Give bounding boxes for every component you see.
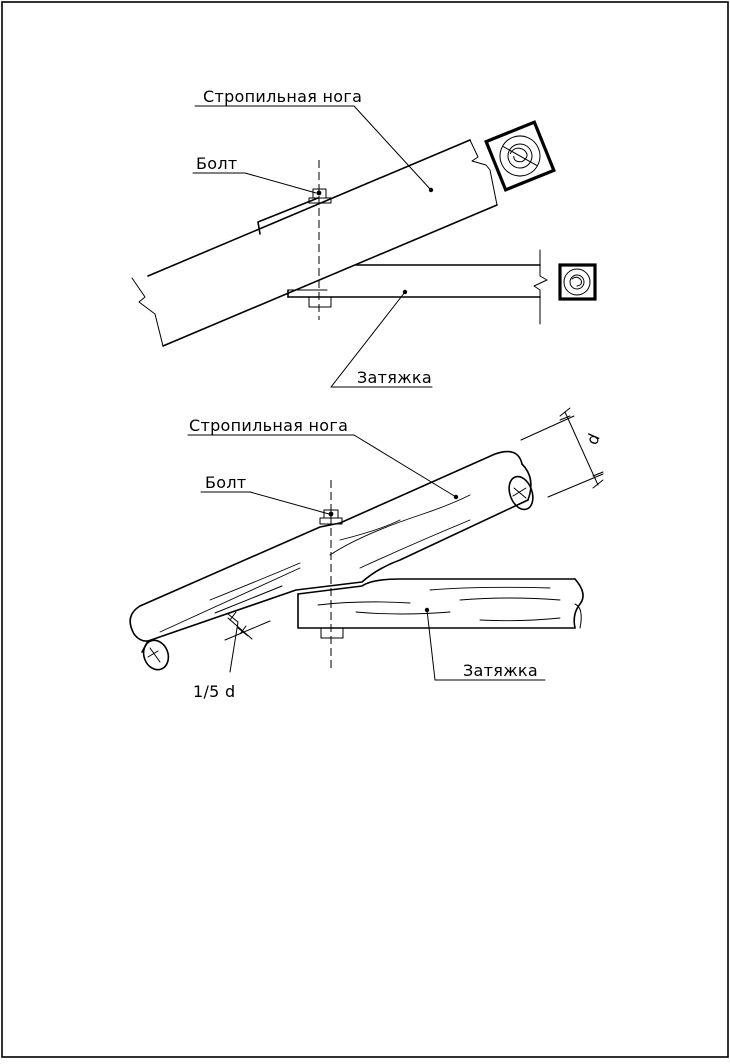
label-rafter-bottom: Стропильная нога xyxy=(189,416,348,435)
label-tie-bottom: Затяжка xyxy=(463,661,538,680)
label-notch-depth: 1/5 d xyxy=(193,682,236,701)
label-bolt-top: Болт xyxy=(196,154,238,173)
label-rafter-top: Стропильная нога xyxy=(203,87,362,106)
leader-tie-bottom xyxy=(424,607,546,681)
leader-tie-top xyxy=(330,289,433,388)
rafter-log xyxy=(129,450,534,671)
leader-bolt-bottom xyxy=(200,491,330,515)
rafter-cross-section xyxy=(484,120,556,192)
leader-bolt-top xyxy=(192,172,317,194)
figure-bottom-round-logs: d 1/5 d Стропильная нога Болт xyxy=(129,407,604,701)
leader-rafter-bottom xyxy=(187,434,459,500)
dimension-notch-depth xyxy=(214,585,283,673)
bolt-washer-plate xyxy=(257,197,319,235)
leader-rafter-top xyxy=(194,105,434,193)
tie-cross-section xyxy=(558,263,597,301)
tie-log xyxy=(297,578,584,629)
dimension-d xyxy=(520,407,604,498)
bolt-nut-bottom xyxy=(320,627,344,639)
label-tie-top: Затяжка xyxy=(357,368,432,387)
figure-top-sawn-timber: Стропильная нога Болт Затяжка xyxy=(131,87,597,388)
label-dimension-d: d xyxy=(582,430,604,447)
rafter-beam xyxy=(131,139,498,347)
label-bolt-bottom: Болт xyxy=(205,473,247,492)
bolt-nut-top xyxy=(308,296,332,308)
tie-beam xyxy=(287,249,548,325)
